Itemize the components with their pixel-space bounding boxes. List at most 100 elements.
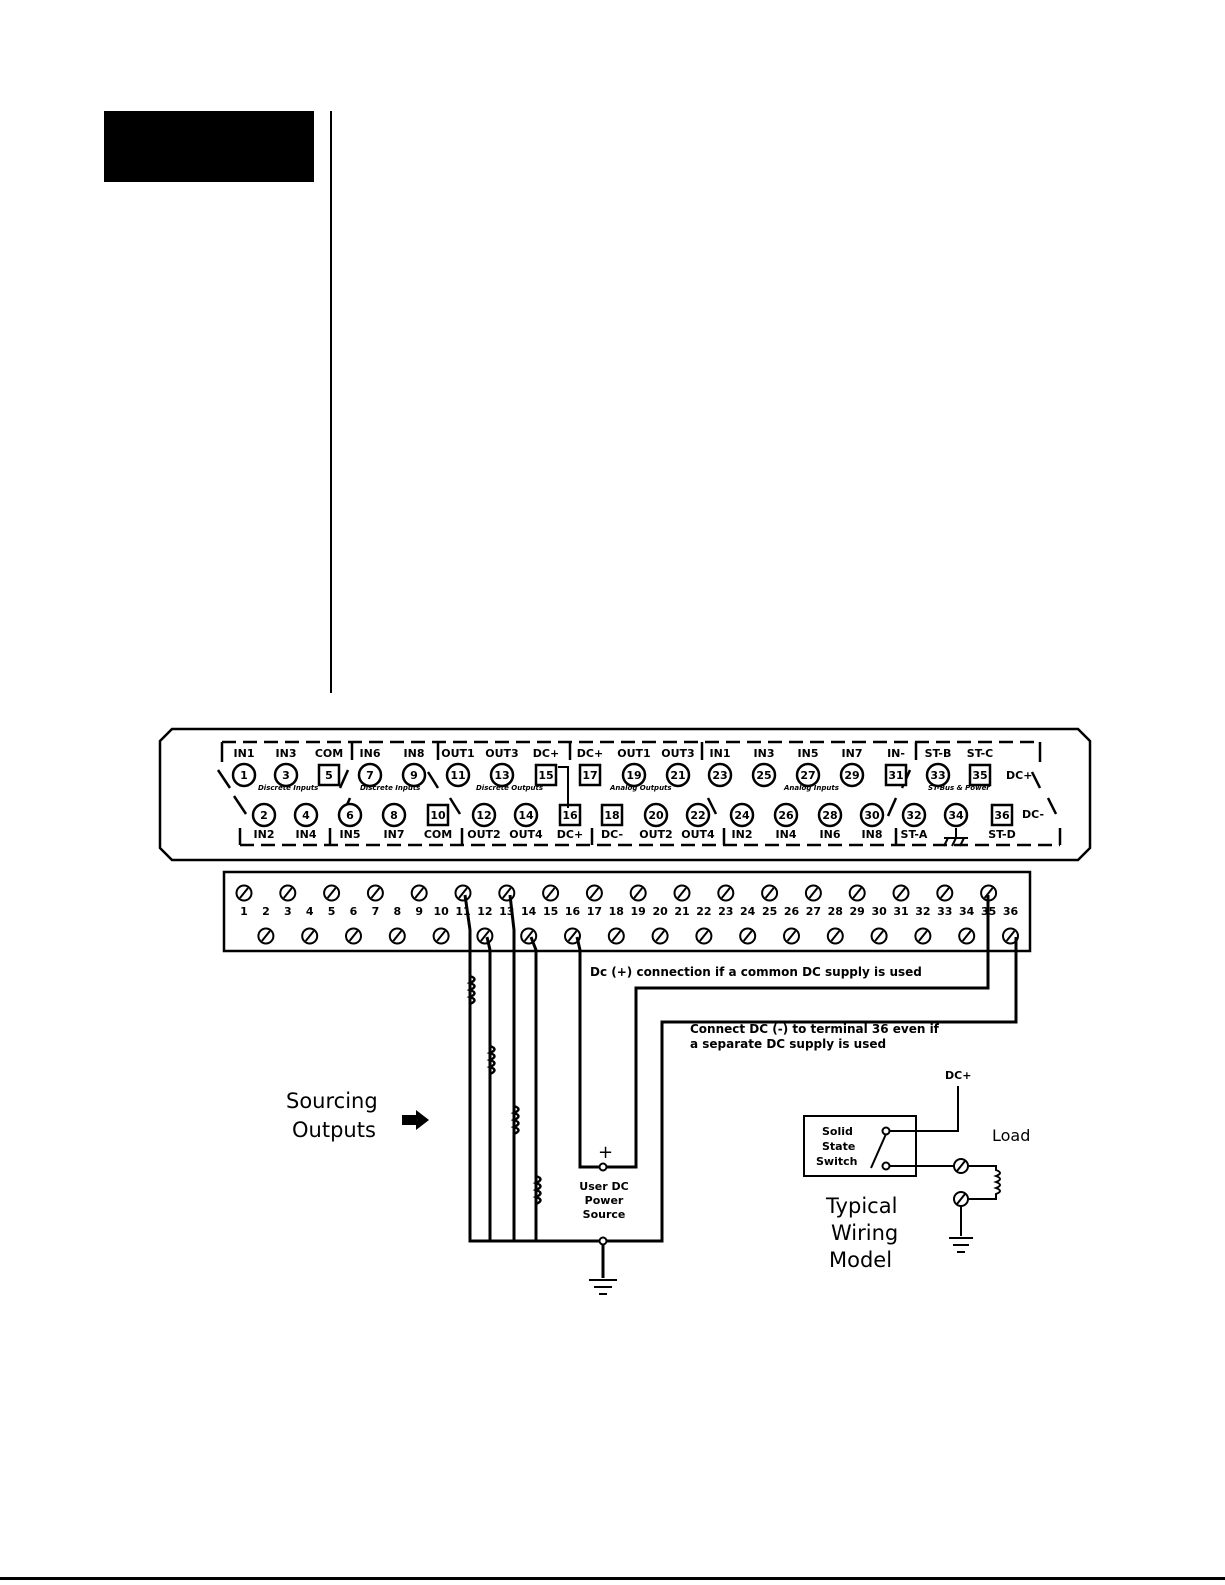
group-label: Discrete Inputs bbox=[258, 784, 318, 792]
terminal-number: 14 bbox=[518, 809, 534, 822]
terminal-number: 5 bbox=[325, 769, 333, 782]
strip-terminal-number: 33 bbox=[937, 905, 952, 918]
module-top-label: IN1 bbox=[234, 747, 255, 760]
module-top-label: OUT1 bbox=[617, 747, 650, 760]
terminal-square bbox=[578, 763, 602, 787]
strip-terminal-number: 6 bbox=[350, 905, 358, 918]
terminal-circle bbox=[839, 762, 865, 788]
terminal-number: 18 bbox=[604, 809, 619, 822]
group-label: Analog Outputs bbox=[609, 784, 672, 792]
terminal-circle bbox=[925, 762, 951, 788]
module-bottom-label: IN4 bbox=[776, 828, 797, 841]
terminal-circle bbox=[943, 802, 969, 828]
strip-terminal-number: 9 bbox=[415, 905, 423, 918]
terminal-square bbox=[968, 763, 992, 787]
arrow-right-icon bbox=[402, 1110, 429, 1130]
terminal-number: 3 bbox=[282, 769, 290, 782]
terminal-circle bbox=[273, 762, 299, 788]
module-top-label: IN5 bbox=[798, 747, 819, 760]
terminal-number: 33 bbox=[930, 769, 945, 782]
strip-terminal-number: 31 bbox=[893, 905, 908, 918]
module-bottom-label: IN4 bbox=[296, 828, 317, 841]
chassis-ground-icon bbox=[943, 828, 968, 847]
strip-terminal-number: 14 bbox=[521, 905, 537, 918]
group-label: Discrete Outputs bbox=[476, 784, 543, 792]
strip-terminal-number: 3 bbox=[284, 905, 292, 918]
group-label: ST-Bus & Power bbox=[928, 784, 990, 792]
terminal-circle bbox=[729, 802, 755, 828]
output-wiring bbox=[463, 894, 1018, 1278]
strip-terminal-number: 28 bbox=[828, 905, 843, 918]
strip-terminal-number: 36 bbox=[1003, 905, 1019, 918]
strip-terminal-number: 34 bbox=[959, 905, 975, 918]
module-top-label: DC+ bbox=[533, 747, 559, 760]
terminal-circle bbox=[795, 762, 821, 788]
terminal-number: 15 bbox=[538, 769, 553, 782]
terminal-square bbox=[558, 803, 582, 827]
sourcing-label: Sourcing bbox=[286, 1089, 378, 1113]
module-bottom-label: IN7 bbox=[384, 828, 405, 841]
terminal-number: 27 bbox=[800, 769, 815, 782]
typical-model-label: Model bbox=[829, 1248, 892, 1272]
strip-terminal-number: 19 bbox=[631, 905, 646, 918]
load-label: Load bbox=[992, 1126, 1030, 1145]
terminal-number: 17 bbox=[582, 769, 597, 782]
terminal-circle bbox=[357, 762, 383, 788]
terminal-number: 22 bbox=[690, 809, 705, 822]
module-bottom-label: OUT2 bbox=[639, 828, 672, 841]
terminal-square bbox=[884, 763, 908, 787]
module-top-label: IN3 bbox=[276, 747, 297, 760]
load-coils bbox=[466, 974, 542, 1206]
terminal-circle bbox=[621, 762, 647, 788]
terminal-circle bbox=[773, 802, 799, 828]
dc-plus-note: Dc (+) connection if a common DC supply … bbox=[590, 965, 922, 979]
terminal-square bbox=[990, 803, 1014, 827]
terminal-circle bbox=[471, 802, 497, 828]
strip-terminal-number: 30 bbox=[871, 905, 887, 918]
strip-terminal-number: 1 bbox=[240, 905, 248, 918]
dc-plus-label: DC+ bbox=[945, 1069, 971, 1082]
terminal-circle bbox=[231, 762, 257, 788]
terminal-number: 7 bbox=[366, 769, 374, 782]
strip-terminal-number: 8 bbox=[393, 905, 401, 918]
terminal-number: 30 bbox=[864, 809, 880, 822]
power-source-label: Source bbox=[583, 1208, 626, 1221]
terminal-number: 2 bbox=[260, 809, 268, 822]
terminal-number: 24 bbox=[734, 809, 750, 822]
typical-model-label: Typical bbox=[825, 1194, 897, 1218]
module-bottom-label: OUT2 bbox=[467, 828, 500, 841]
terminal-number: 23 bbox=[712, 769, 727, 782]
module-top-label: OUT1 bbox=[441, 747, 474, 760]
strip-terminal-number: 32 bbox=[915, 905, 930, 918]
module-top-label: IN- bbox=[887, 747, 905, 760]
terminal-number: 36 bbox=[994, 809, 1010, 822]
ground-icon bbox=[589, 1279, 617, 1295]
strip-terminal-number: 12 bbox=[477, 905, 492, 918]
terminal-number: 4 bbox=[302, 809, 310, 822]
module-top-label: COM bbox=[315, 747, 343, 760]
terminal-number: 12 bbox=[476, 809, 491, 822]
terminal-number: 31 bbox=[888, 769, 903, 782]
terminal-circle bbox=[381, 802, 407, 828]
terminal-circle bbox=[445, 762, 471, 788]
module-bottom-label: DC- bbox=[601, 828, 623, 841]
strip-terminal-number: 26 bbox=[784, 905, 800, 918]
strip-terminal-number: 5 bbox=[328, 905, 336, 918]
module-top-label: IN1 bbox=[710, 747, 731, 760]
terminal-circle bbox=[293, 802, 319, 828]
terminal-circle bbox=[643, 802, 669, 828]
terminal-number: 20 bbox=[648, 809, 664, 822]
typical-wiring-model: Solid State Switch DC+ Load Typical Wiri… bbox=[803, 1069, 1030, 1272]
strip-terminal-number: 18 bbox=[609, 905, 624, 918]
strip-terminal-number: 4 bbox=[306, 905, 314, 918]
terminal-number: 32 bbox=[906, 809, 921, 822]
strip-terminal-number: 17 bbox=[587, 905, 602, 918]
strip-terminal-number: 16 bbox=[565, 905, 581, 918]
terminal-circle bbox=[665, 762, 691, 788]
module-top-label: ST-B bbox=[925, 747, 952, 760]
terminal-number: 34 bbox=[948, 809, 964, 822]
module-top-label: IN7 bbox=[842, 747, 863, 760]
strip-terminal-number: 22 bbox=[696, 905, 711, 918]
